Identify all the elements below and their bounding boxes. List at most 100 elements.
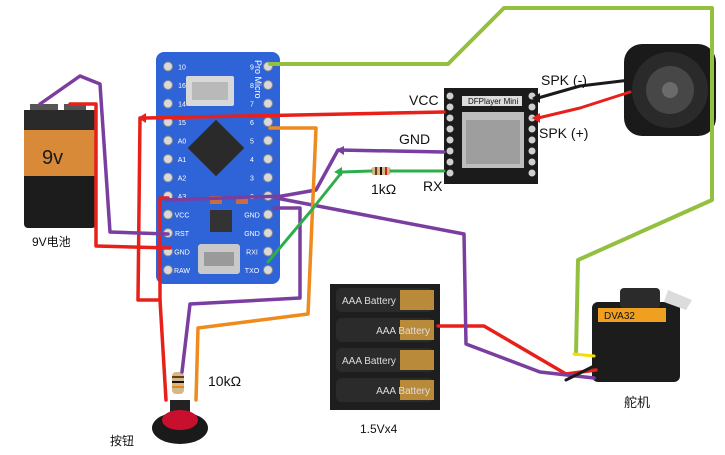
board-pin-label: TXO [245,268,260,275]
wire-green-rx [266,169,373,264]
dfplayer-pin [446,103,454,111]
board-pin [163,98,173,109]
board-pin [263,98,273,109]
wire-orange-btn [194,126,318,402]
board-pin-label: GND [174,250,190,257]
label-vcc: VCC [409,92,439,108]
board-pin-label: A1 [178,157,187,164]
label-battery-9v: 9V电池 [32,235,71,249]
board-pin-label: 3 [250,176,254,183]
arrow-rx [334,167,342,176]
board-pin [163,172,173,183]
board-pin [263,172,273,183]
board-pin-label: A2 [178,176,187,183]
resistor-10k [172,372,184,394]
label-rx: RX [423,178,443,194]
board-pin-label: 6 [250,120,254,127]
dfplayer-mini: DFPlayer Mini [444,88,538,184]
dfplayer-pin [528,169,536,177]
board-pin-label: 16 [178,83,186,90]
aa-cell-label: AAA Battery [342,356,396,367]
label-resistor-10k: 10kΩ [208,373,242,389]
board-pin [263,228,273,238]
label-spk-minus: SPK (-) [541,72,587,88]
aa-cell-band [400,290,434,310]
wire-spk-minus [536,78,632,100]
board-pin-label: RST [175,231,190,238]
servo-horn [664,290,692,310]
board-pin [163,209,173,220]
label-aa-pack: 1.5Vx4 [360,422,398,436]
arrow-spk-minus [532,93,540,103]
board-pin-label: GND [244,231,260,238]
arrow-gnd [336,146,344,155]
aa-cell-band [400,320,434,340]
board-pin-label: VCC [175,213,190,220]
dfplayer-pin [446,92,454,100]
battery-9v: 9v [24,104,96,228]
board-pin-label: GND [244,213,260,220]
board-pin [263,265,273,275]
board-pin [163,154,173,164]
dfplayer-pin [446,136,454,144]
board-pin-label: 8 [250,83,254,90]
resistor-1k [371,167,391,175]
dfplayer-pin [528,136,536,144]
dfplayer-name: DFPlayer Mini [468,97,518,106]
arrow-vcc [138,113,146,123]
wire-red-board [158,196,170,302]
dfplayer-pin [446,169,454,177]
battery-face-text: 9v [42,147,63,169]
board-pin [263,135,273,146]
wires [38,6,714,402]
board-pin [163,265,173,275]
dfplayer-pin [528,125,536,133]
label-gnd: GND [399,131,431,147]
board-pin-label: RXI [246,250,258,257]
board-pin-label: 10 [178,65,186,72]
wire-purple-btn [180,206,302,374]
wire-red-servo [436,324,598,376]
wire-purple-servo [274,196,596,380]
board-pin-label: 14 [178,102,186,109]
aa-cell-label: AAA Battery [342,296,396,307]
speaker [624,44,716,136]
board-pin [163,61,173,72]
board-pin [263,246,273,257]
board-pin [263,154,273,164]
dfplayer-pin [528,158,536,166]
dfplayer-pin [446,147,454,155]
board-pin-label: RAW [174,268,190,275]
aa-cell-band [400,350,434,370]
wire-olive-spk [268,6,714,356]
board-pin-label: 4 [250,157,254,164]
aa-cell-label: AAA Battery [376,326,430,337]
dfplayer-pin [528,147,536,155]
board-pin-label: A0 [178,139,187,146]
servo-brand: DVA32 [604,311,635,322]
aa-cell-label: AAA Battery [376,386,430,397]
arrow-spk-plus [532,113,540,123]
board-pin [163,80,173,90]
dfplayer-pin [446,125,454,133]
label-resistor-1k: 1kΩ [371,181,397,197]
battery-label-band [24,130,96,176]
board-pin-label: 5 [250,139,254,146]
aa-cell-band [400,380,434,400]
board-pin [263,80,273,90]
board-pin-label: 9 [250,65,254,72]
dfplayer-pin [528,103,536,111]
board-pin [163,135,173,146]
servo: DVA32 [592,288,692,382]
wire-purple-9v [38,74,170,236]
board-pin-label: 7 [250,102,254,109]
board-pin [263,117,273,127]
wire-spk-plus [536,90,632,120]
push-button [152,400,208,444]
board-pin [263,209,273,220]
label-button: 按钮 [110,434,135,448]
wire-red-9v [68,102,172,250]
dfplayer-pin [446,158,454,166]
